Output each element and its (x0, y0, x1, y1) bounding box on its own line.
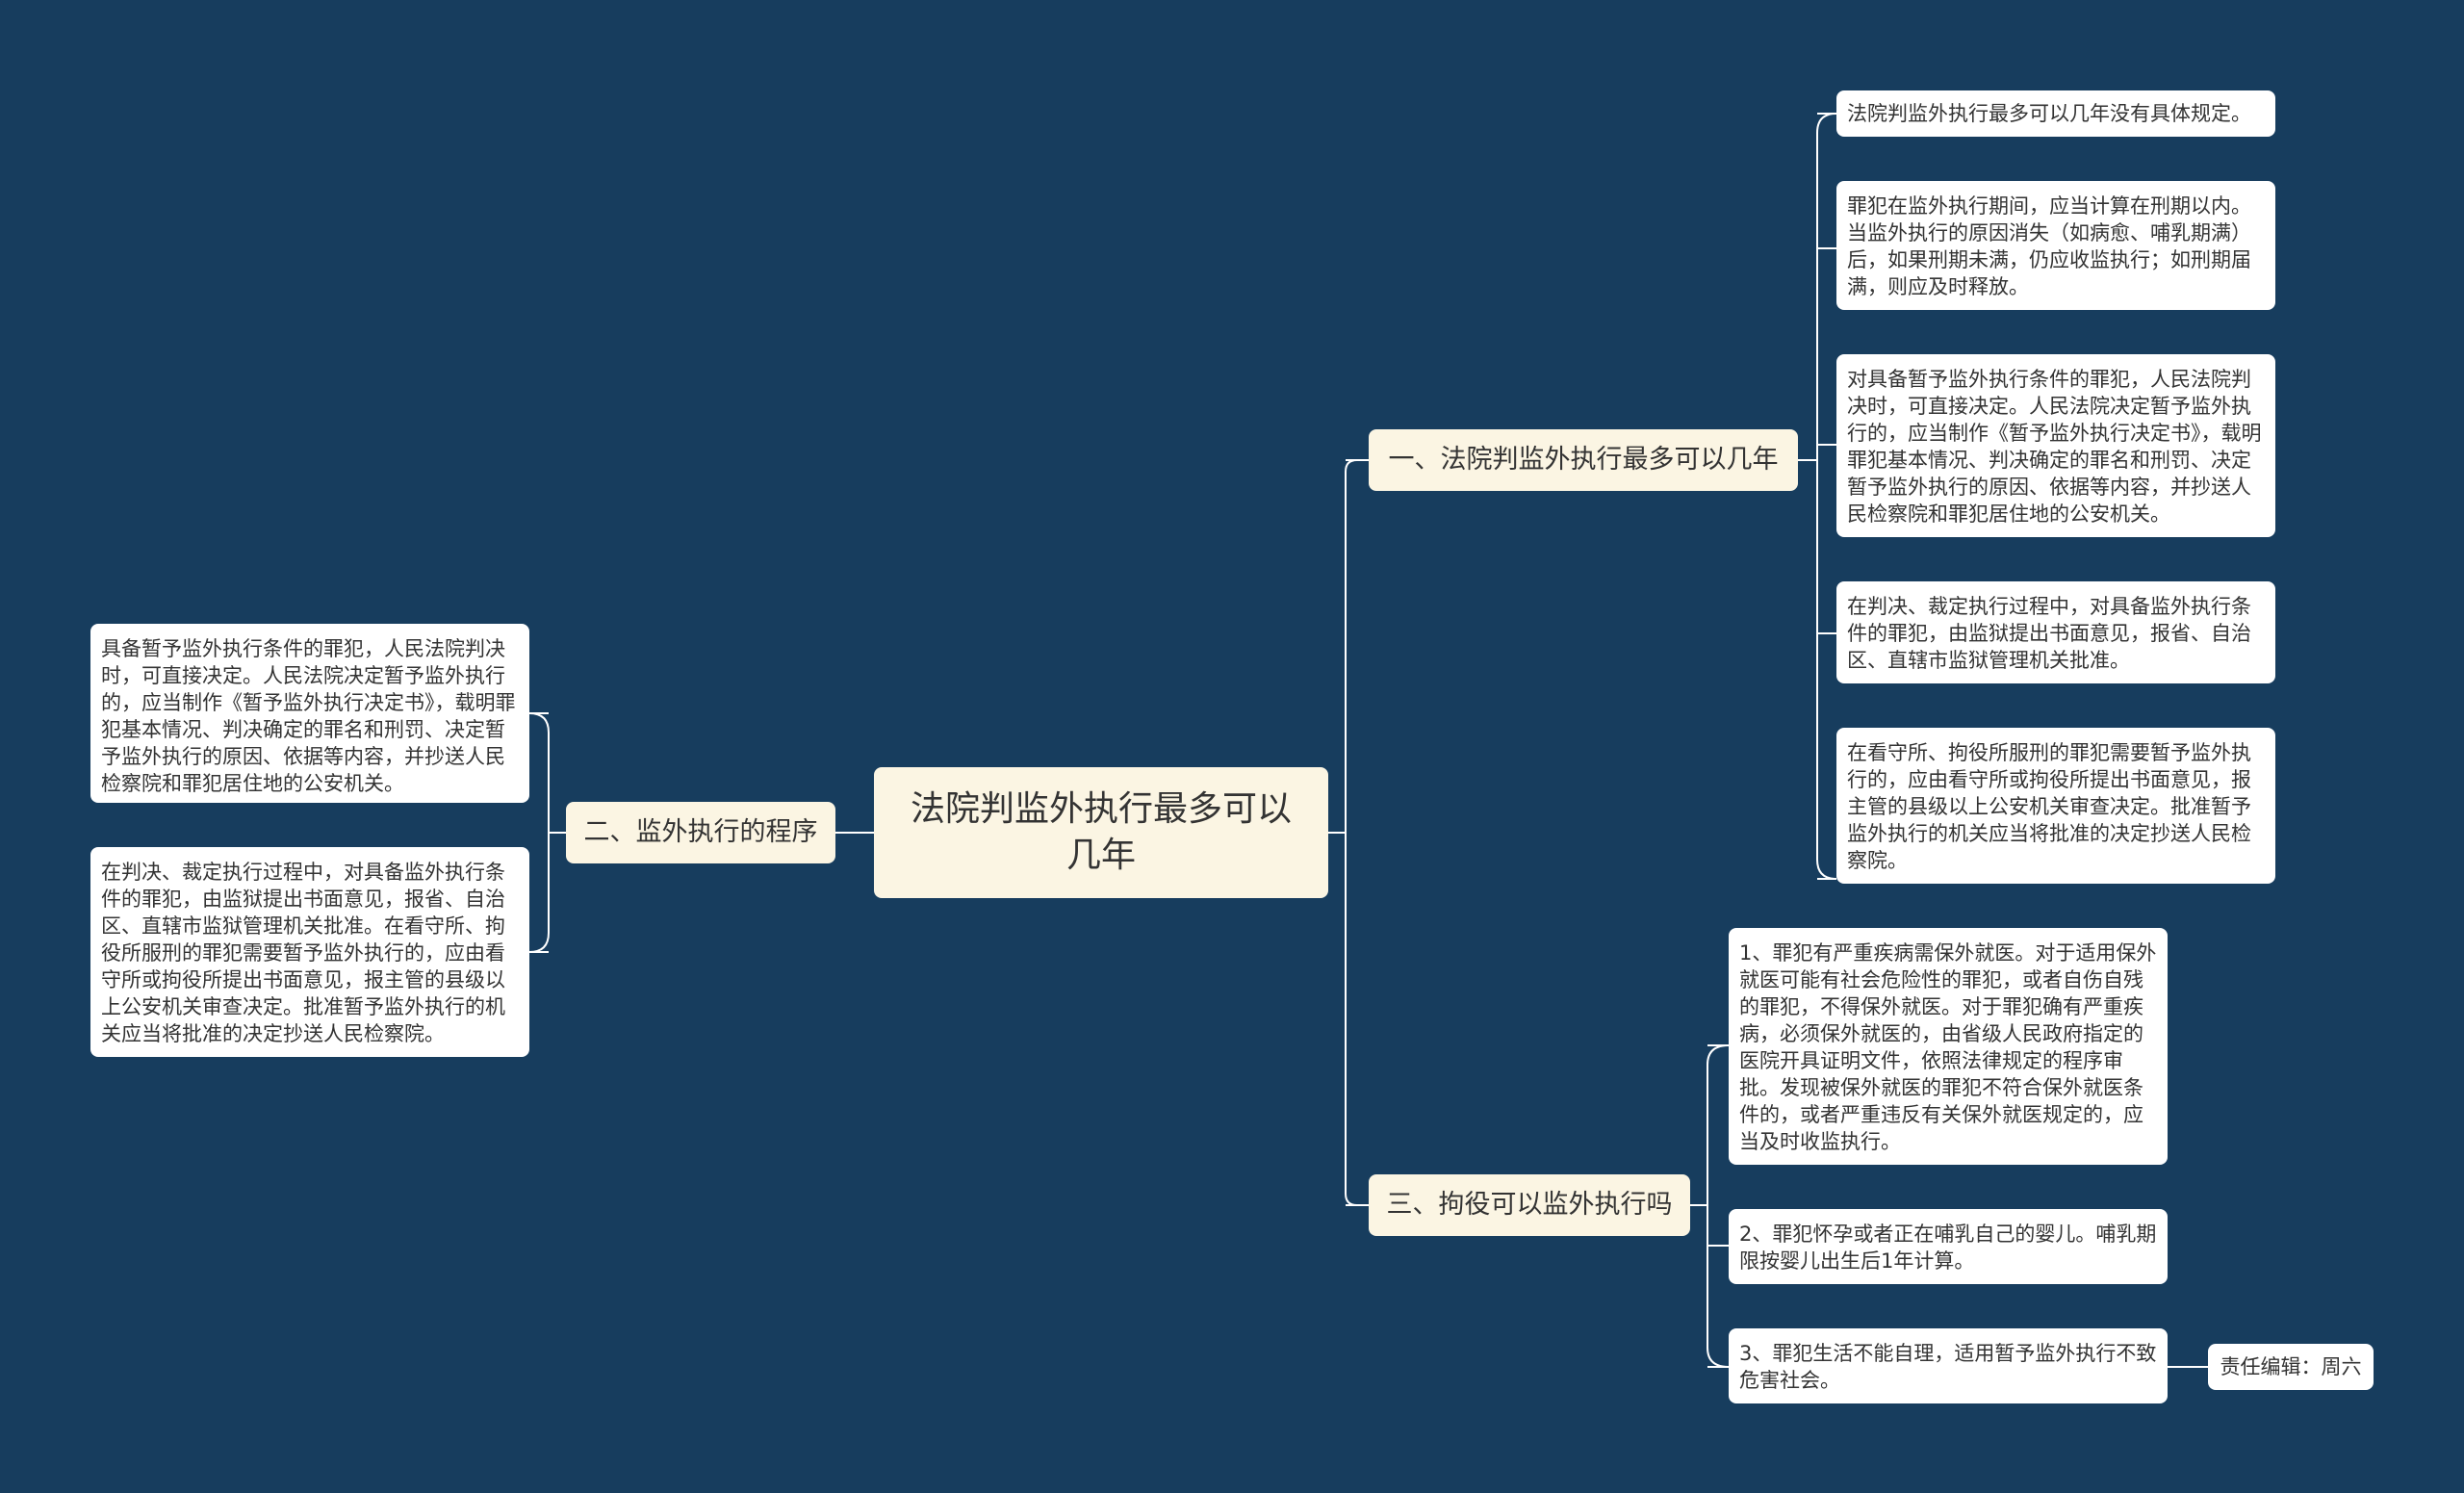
branch-1-leaf-2[interactable]: 罪犯在监外执行期间，应当计算在刑期以内。当监外执行的原因消失（如病愈、哺乳期满）… (1836, 181, 2275, 310)
branch-3-label: 三、拘役可以监外执行吗 (1386, 1190, 1673, 1220)
branch-2-leaf-2[interactable]: 在判决、裁定执行过程中，对具备监外执行条件的罪犯，由监狱提出书面意见，报省、自治… (90, 847, 529, 1057)
leaf-text: 罪犯在监外执行期间，应当计算在刑期以内。当监外执行的原因消失（如病愈、哺乳期满）… (1847, 194, 2251, 298)
leaf-text: 1、罪犯有严重疾病需保外就医。对于适用保外就医可能有社会危险性的罪犯，或者自伤自… (1739, 941, 2157, 1153)
leaf-text: 具备暂予监外执行条件的罪犯，人民法院判决时，可直接决定。人民法院决定暂予监外执行… (101, 637, 516, 795)
leaf-text: 在判决、裁定执行过程中，对具备监外执行条件的罪犯，由监狱提出书面意见，报省、自治… (101, 861, 505, 1045)
central-topic[interactable]: 法院判监外执行最多可以几年 (874, 767, 1328, 898)
branch-1-leaf-4[interactable]: 在判决、裁定执行过程中，对具备监外执行条件的罪犯，由监狱提出书面意见，报省、自治… (1836, 581, 2275, 683)
connector-right-trunk (1345, 459, 1367, 1206)
branch-2-label: 二、监外执行的程序 (583, 817, 818, 847)
leaf-text: 法院判监外执行最多可以几年没有具体规定。 (1847, 102, 2251, 125)
leaf-text: 在判决、裁定执行过程中，对具备监外执行条件的罪犯，由监狱提出书面意见，报省、自治… (1847, 595, 2251, 672)
branch-1[interactable]: 一、法院判监外执行最多可以几年 (1369, 429, 1798, 491)
branch-1-label: 一、法院判监外执行最多可以几年 (1388, 445, 1779, 475)
leaf-text: 3、罪犯生活不能自理，适用暂予监外执行不致危害社会。 (1739, 1342, 2157, 1392)
branch-1-leaf-3[interactable]: 对具备暂予监外执行条件的罪犯，人民法院判决时，可直接决定。人民法院决定暂予监外执… (1836, 354, 2275, 537)
branch-2[interactable]: 二、监外执行的程序 (566, 802, 835, 863)
leaf-text: 对具备暂予监外执行条件的罪犯，人民法院判决时，可直接决定。人民法院决定暂予监外执… (1847, 368, 2262, 526)
branch-1-leaf-5[interactable]: 在看守所、拘役所服刑的罪犯需要暂予监外执行的，应由看守所或拘役所提出书面意见，报… (1836, 728, 2275, 884)
branch-3[interactable]: 三、拘役可以监外执行吗 (1369, 1174, 1690, 1236)
leaf-text: 2、罪犯怀孕或者正在哺乳自己的婴儿。哺乳期限按婴儿出生后1年计算。 (1739, 1223, 2157, 1273)
leaf-text: 在看守所、拘役所服刑的罪犯需要暂予监外执行的，应由看守所或拘役所提出书面意见，报… (1847, 741, 2251, 872)
branch-1-leaf-1[interactable]: 法院判监外执行最多可以几年没有具体规定。 (1836, 90, 2275, 137)
branch-3-leaf-2[interactable]: 2、罪犯怀孕或者正在哺乳自己的婴儿。哺乳期限按婴儿出生后1年计算。 (1729, 1209, 2168, 1284)
editor-credit-label: 责任编辑：周六 (2220, 1355, 2362, 1378)
branch-2-leaf-1[interactable]: 具备暂予监外执行条件的罪犯，人民法院判决时，可直接决定。人民法院决定暂予监外执行… (90, 624, 529, 803)
editor-credit: 责任编辑：周六 (2208, 1344, 2374, 1390)
branch-3-leaf-1[interactable]: 1、罪犯有严重疾病需保外就医。对于适用保外就医可能有社会危险性的罪犯，或者自伤自… (1729, 928, 2168, 1165)
branch-3-leaf-3[interactable]: 3、罪犯生活不能自理，适用暂予监外执行不致危害社会。 (1729, 1328, 2168, 1403)
central-topic-label: 法院判监外执行最多可以几年 (910, 789, 1292, 875)
